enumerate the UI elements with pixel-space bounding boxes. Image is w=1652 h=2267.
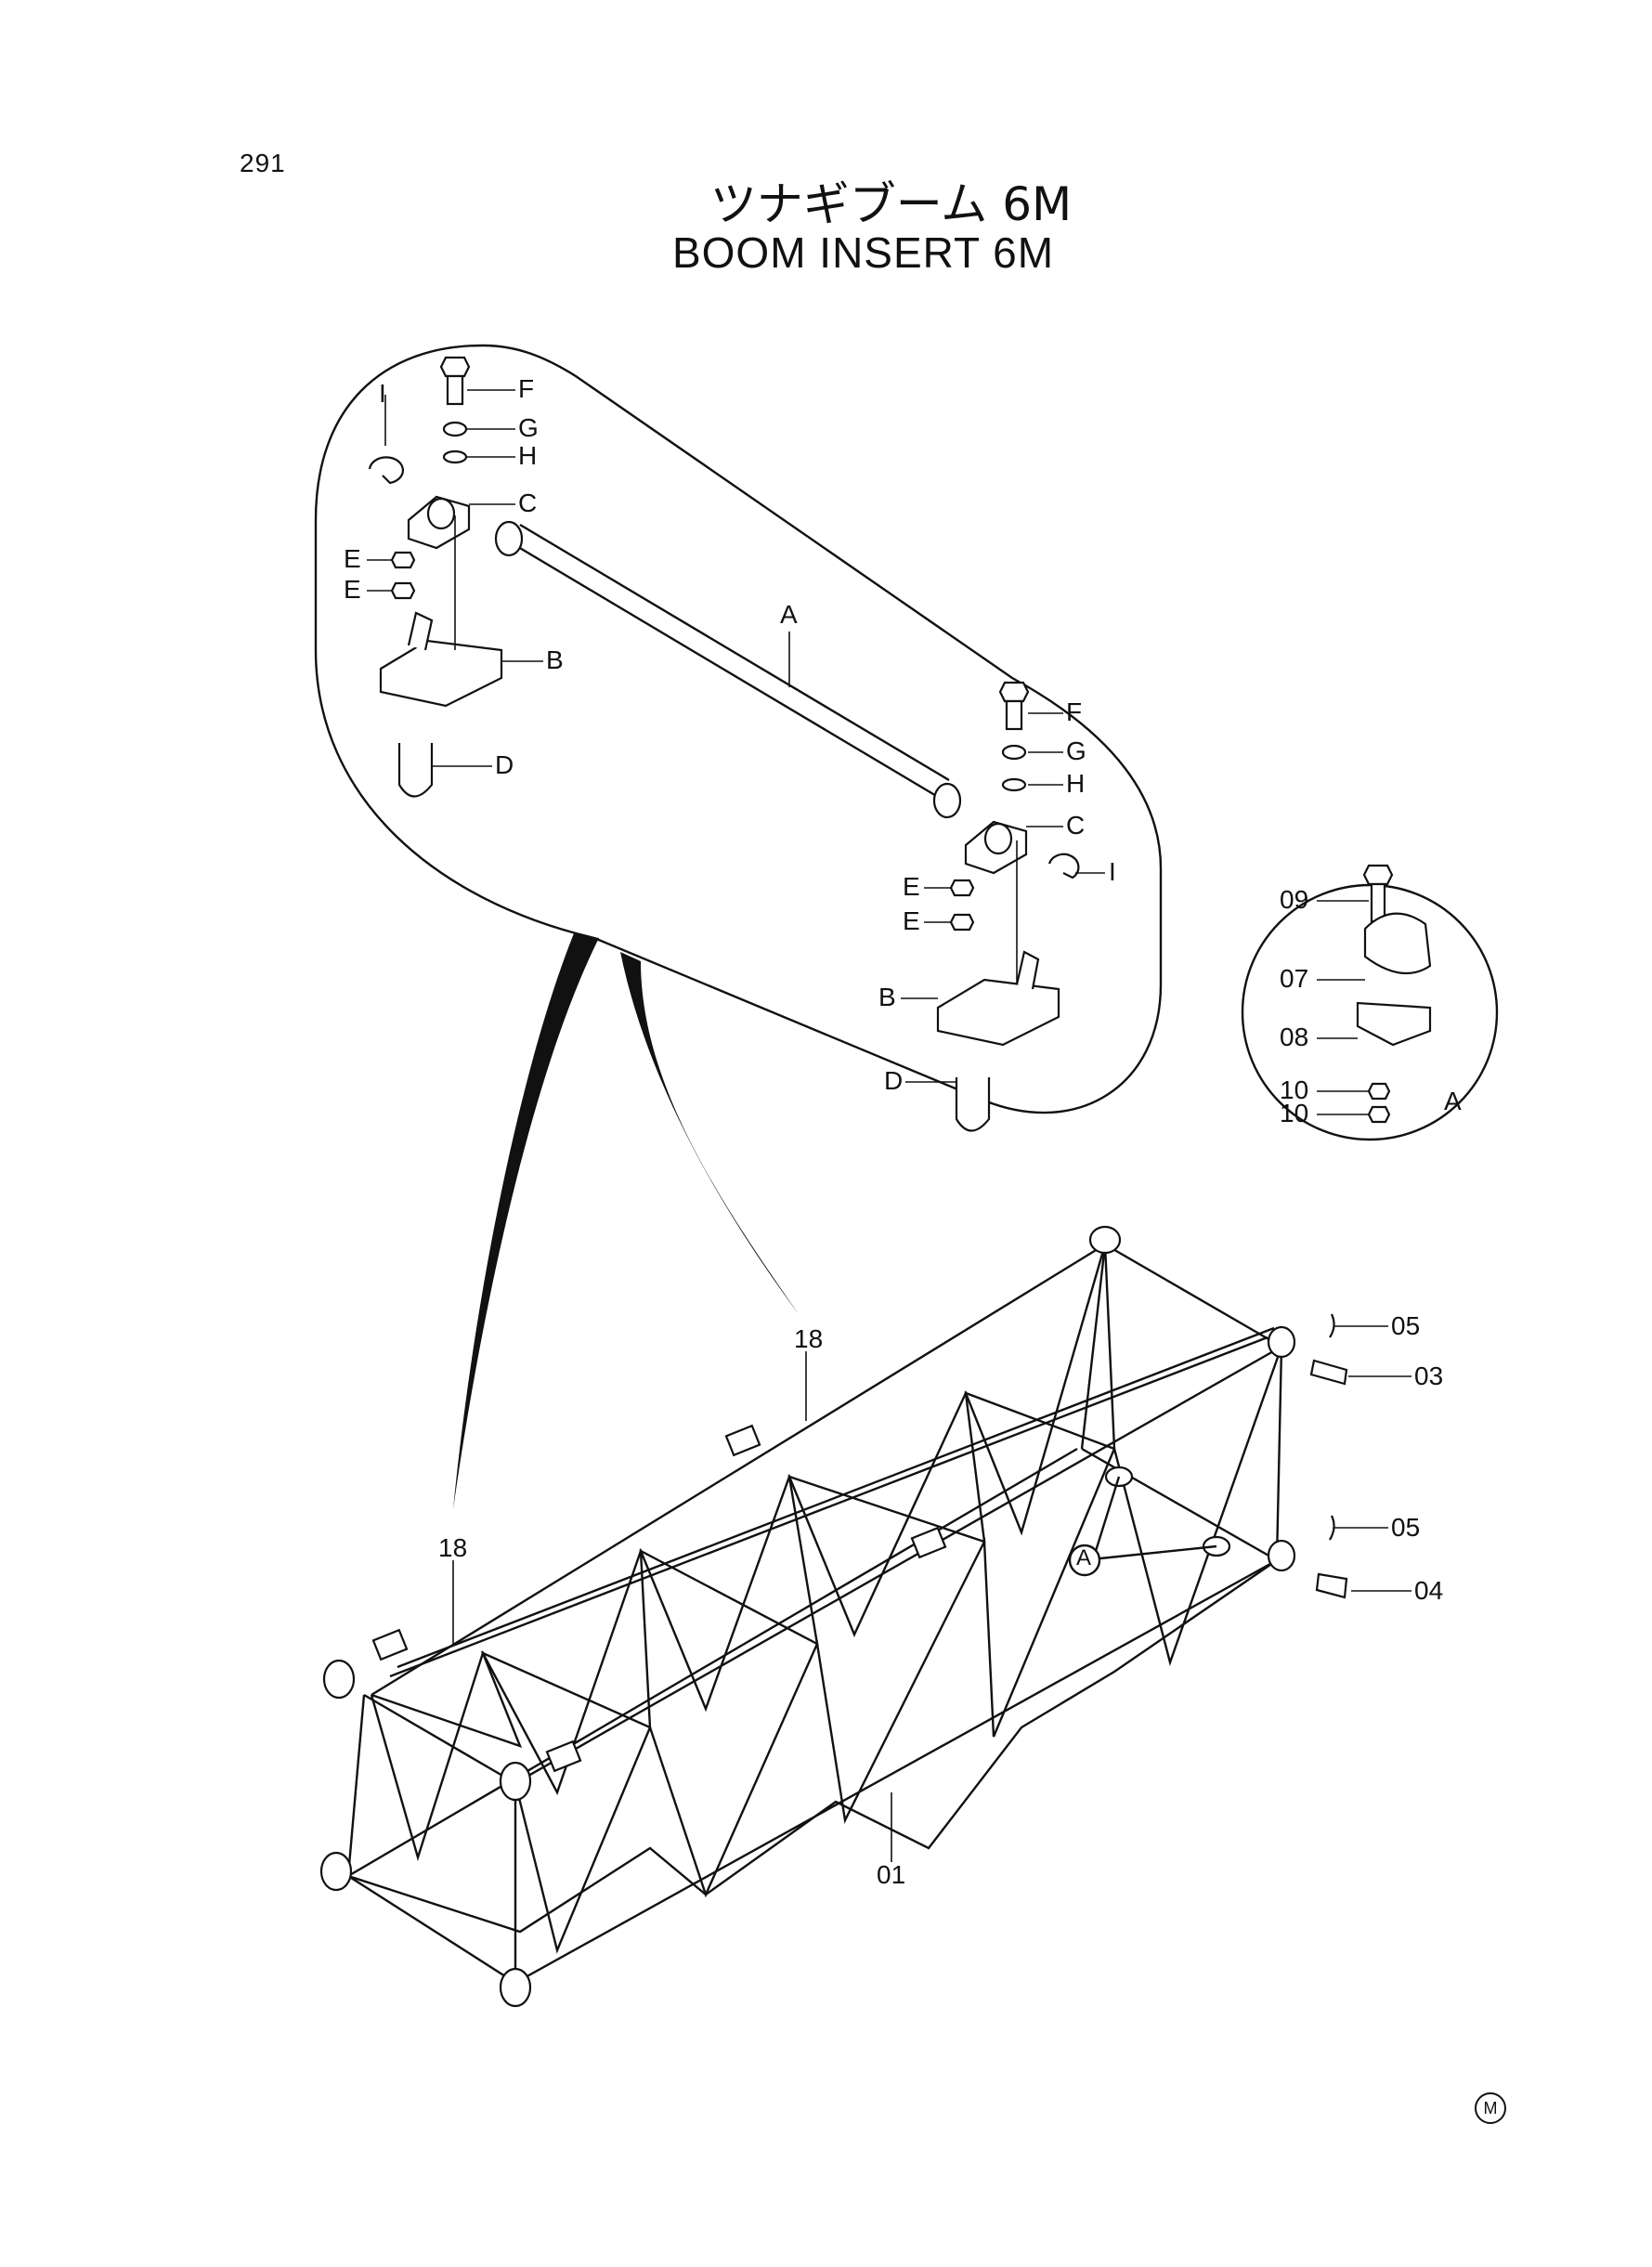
label-b-upper: B — [546, 645, 564, 674]
label-i-lower: I — [1109, 857, 1116, 886]
label-part-10-b: 10 — [1280, 1099, 1309, 1127]
label-d-lower: D — [884, 1066, 904, 1095]
label-g-upper: G — [518, 413, 539, 442]
label-f-upper: F — [518, 374, 535, 403]
label-part-04: 04 — [1414, 1576, 1444, 1605]
label-part-01: 01 — [877, 1860, 906, 1889]
bubble-leaders — [367, 389, 1105, 1083]
label-e-upper-1: E — [344, 544, 361, 573]
detail-bubble-outline — [314, 344, 1163, 1114]
lower-right-hardware — [936, 681, 1080, 1132]
leader-wedge-right — [620, 952, 799, 1314]
upper-left-hardware — [368, 356, 503, 798]
label-part-18-upper: 18 — [794, 1324, 824, 1353]
label-f-lower: F — [1066, 697, 1083, 726]
label-part-05-lower: 05 — [1391, 1513, 1421, 1542]
shaft-a — [494, 520, 962, 819]
label-part-09: 09 — [1280, 885, 1309, 914]
label-detail-ref-a: A — [1444, 1087, 1462, 1115]
label-e-lower-2: E — [903, 906, 920, 935]
label-part-10-a: 10 — [1280, 1075, 1309, 1104]
label-part-03: 03 — [1414, 1362, 1444, 1390]
m-mark: M — [1475, 2092, 1506, 2124]
label-b-lower: B — [878, 983, 896, 1011]
reference-a-circle — [1068, 1544, 1101, 1577]
label-a-shaft: A — [780, 600, 798, 629]
label-part-05-upper: 05 — [1391, 1311, 1421, 1340]
title-japanese: ツナギブーム 6M — [709, 177, 1073, 231]
clamp-hardware — [1356, 864, 1432, 1124]
title-english: BOOM INSERT 6M — [671, 228, 1055, 277]
label-d-upper: D — [495, 750, 514, 779]
boom-lattice — [319, 1225, 1348, 2008]
label-c-lower: C — [1066, 811, 1086, 840]
label-h-upper: H — [518, 441, 538, 470]
label-i-upper: I — [379, 379, 386, 408]
label-g-lower: G — [1066, 736, 1086, 765]
label-part-18-lower: 18 — [438, 1533, 468, 1562]
label-part-07: 07 — [1280, 964, 1309, 993]
label-part-08: 08 — [1280, 1023, 1309, 1051]
label-c-upper: C — [518, 489, 538, 517]
leader-wedge-left — [453, 933, 599, 1509]
page-number: 291 — [240, 149, 286, 177]
label-e-upper-2: E — [344, 575, 361, 604]
label-e-lower-1: E — [903, 872, 920, 901]
circle-leaders — [1317, 900, 1369, 1115]
label-callout-a: A — [1076, 1545, 1092, 1570]
main-leaders — [452, 1313, 1411, 1862]
label-h-lower: H — [1066, 769, 1086, 798]
